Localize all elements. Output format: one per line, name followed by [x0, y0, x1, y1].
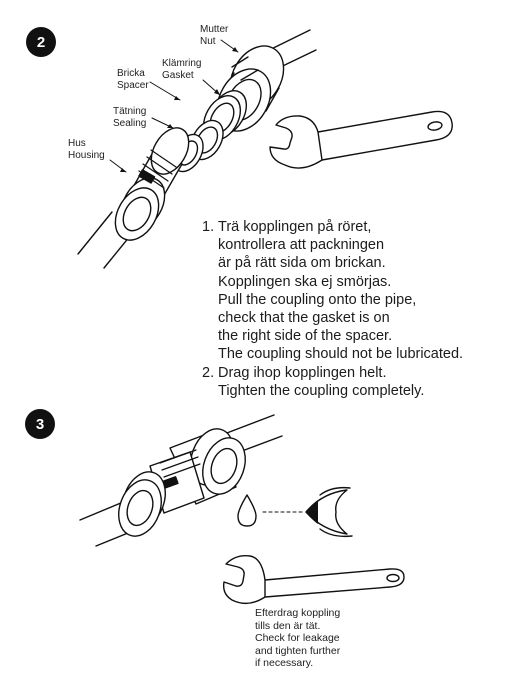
instruction-line: check that the gasket is on [218, 310, 390, 327]
label-sealing-sv: Tätning [113, 106, 147, 117]
label-housing-sv: Hus [68, 138, 86, 149]
instruction-list: 1. Trä kopplingen på röret, kontrollera … [202, 218, 502, 400]
label-sealing-en: Sealing [113, 118, 147, 129]
leak-check-note: Efterdrag koppling tills den är tät. Che… [255, 607, 385, 670]
label-gasket-en: Gasket [162, 70, 194, 81]
label-nut-en: Nut [200, 36, 216, 47]
note-line: and tighten further [255, 644, 341, 657]
water-drop-icon [237, 494, 257, 527]
label-gasket-sv: Klämring [162, 58, 202, 69]
eye-icon [305, 486, 353, 538]
note-line: tills den är tät. [255, 619, 321, 632]
instruction-line: Tighten the coupling completely. [218, 382, 425, 399]
instruction-line: the right side of the spacer. [218, 328, 393, 345]
label-nut: Mutter Nut [200, 24, 228, 48]
label-housing: Hus Housing [68, 138, 105, 162]
instruction-line: Trä kopplingen på röret, [218, 219, 372, 235]
label-spacer-sv: Bricka [117, 68, 145, 79]
label-housing-en: Housing [68, 150, 105, 161]
instruction-item: 2. Drag ihop kopplingen helt. Tighten th… [202, 364, 502, 400]
instruction-line: kontrollera att packningen [218, 237, 385, 254]
label-gasket: Klämring Gasket [162, 58, 201, 82]
wrench-icon [222, 554, 405, 605]
instruction-item: 1. Trä kopplingen på röret, kontrollera … [202, 218, 502, 364]
label-nut-sv: Mutter [200, 24, 229, 35]
coupling-housing [114, 127, 190, 241]
instruction-line: Drag ihop kopplingen helt. [218, 364, 387, 381]
note-line: if necessary. [255, 657, 314, 670]
label-spacer-en: Spacer [117, 80, 149, 91]
instruction-number: 2. [202, 364, 215, 381]
instruction-line: Kopplingen ska ej smörjas. [218, 273, 392, 290]
instruction-number: 1. [202, 219, 215, 235]
instruction-line: Pull the coupling onto the pipe, [218, 291, 417, 308]
label-spacer: Bricka Spacer [117, 68, 149, 92]
instruction-line: The coupling should not be lubricated. [218, 346, 464, 363]
step-number-badge: 3 [25, 409, 55, 439]
step-number-badge: 2 [26, 27, 56, 57]
instruction-line: är på rätt sida om brickan. [218, 255, 386, 272]
wrench-icon [269, 110, 453, 169]
note-line: Check for leakage [255, 632, 340, 645]
note-line: Efterdrag koppling [255, 607, 341, 619]
coupling-assembled [118, 428, 246, 537]
label-sealing: Tätning Sealing [113, 106, 146, 130]
